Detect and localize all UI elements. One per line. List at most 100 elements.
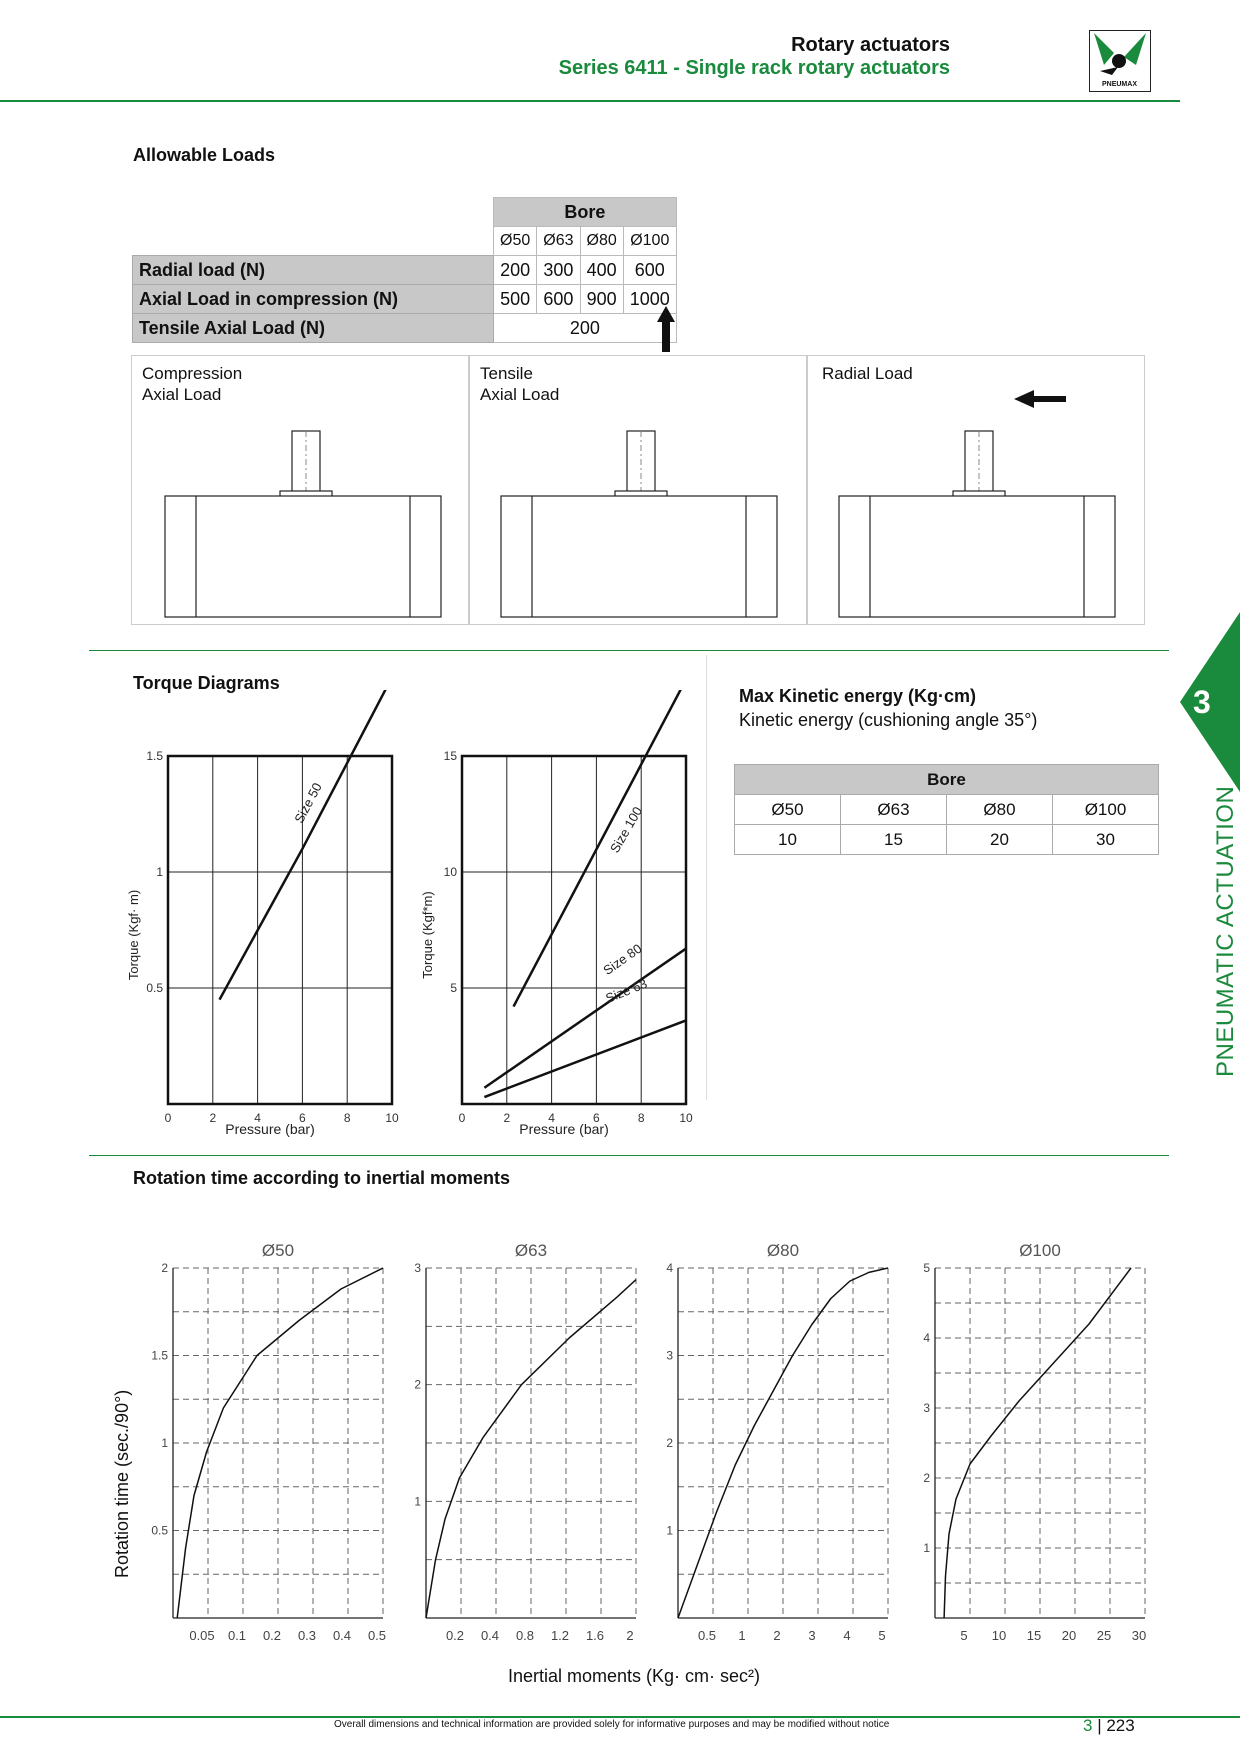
x-tick-label: 0.1	[228, 1628, 246, 1643]
x-tick-label: 8	[638, 1111, 645, 1125]
x-tick-label: 3	[808, 1628, 815, 1643]
table-row: Ø50 Ø63 Ø80 Ø100	[734, 794, 1159, 825]
plot-frame	[460, 754, 688, 1106]
y-tick-label: 3	[666, 1349, 673, 1363]
x-tick-label: 15	[1027, 1628, 1041, 1643]
radial-arrow-icon	[1014, 390, 1066, 408]
y-tick-label: 2	[666, 1436, 673, 1450]
series-line	[512, 690, 682, 1008]
load-case-line2: Axial Load	[142, 385, 222, 404]
x-axis-label: Pressure (bar)	[519, 1121, 608, 1137]
load-case-radial: Radial Load	[807, 355, 1145, 625]
series-line	[483, 1019, 687, 1099]
logo-text: PNEUMAX	[1102, 81, 1137, 88]
actuator-drawing	[164, 430, 442, 618]
page-number: 3 | 223	[1083, 1716, 1135, 1735]
bore-63: Ø63	[840, 794, 947, 825]
y-tick-label: 1	[161, 1436, 168, 1450]
y-tick-label: 4	[666, 1261, 673, 1275]
pneumax-logo-icon: PNEUMAX	[1093, 33, 1146, 88]
series-line	[483, 947, 687, 1089]
cell: 500	[492, 284, 538, 314]
cell: 10	[734, 824, 841, 855]
load-case-line2: Axial Load	[480, 385, 560, 404]
y-tick-label: 1.5	[151, 1349, 168, 1363]
load-case-line1: Tensile	[480, 364, 533, 383]
chart-title: Ø100	[1019, 1241, 1061, 1260]
x-tick-label: 1.6	[586, 1628, 604, 1643]
cell: 600	[536, 284, 581, 314]
x-tick-label: 10	[992, 1628, 1006, 1643]
load-case-line1: Compression	[142, 364, 243, 383]
series-label: Size 50	[291, 780, 325, 825]
cell: 200	[492, 255, 538, 285]
y-tick-label: 1	[923, 1541, 930, 1555]
x-tick-label: 5	[960, 1628, 967, 1643]
kinetic-subtitle: Kinetic energy (cushioning angle 35°)	[739, 710, 1038, 730]
y-tick-label: 3	[923, 1401, 930, 1415]
x-tick-label: 30	[1132, 1628, 1146, 1643]
bore-63: Ø63	[536, 226, 581, 256]
cell: 600	[622, 255, 677, 285]
x-tick-label: 2	[773, 1628, 780, 1643]
cell: 1000	[622, 284, 677, 314]
actuator-drawing	[838, 390, 1116, 618]
y-tick-label: 15	[444, 749, 458, 763]
bore-header: Bore	[734, 764, 1159, 795]
x-tick-label: 10	[679, 1111, 693, 1125]
bore-header: Bore	[493, 197, 677, 227]
table-row: Radial load (N) 200 300 400 600	[132, 255, 677, 285]
y-axis-label: Torque (Kgf· m)	[126, 890, 141, 980]
y-tick-label: 1	[666, 1524, 673, 1538]
y-tick-label: 4	[923, 1331, 930, 1345]
footer-rule	[0, 1716, 1240, 1718]
bore-50: Ø50	[734, 794, 841, 825]
plot-frame	[166, 754, 394, 1106]
x-tick-label: 1	[738, 1628, 745, 1643]
x-tick-label: 2	[209, 1111, 216, 1125]
y-tick-label: 5	[450, 981, 457, 995]
x-tick-label: 4	[254, 1111, 261, 1125]
merged-cell: 200	[493, 313, 677, 343]
x-tick-label: 25	[1097, 1628, 1111, 1643]
x-tick-label: 6	[299, 1111, 306, 1125]
load-case-tensile: Tensile Axial Load	[469, 355, 807, 625]
cell: 400	[579, 255, 624, 285]
allowable-loads-title: Allowable Loads	[133, 145, 276, 165]
x-tick-label: 0.4	[333, 1628, 351, 1643]
table-row: 10 15 20 30	[734, 824, 1159, 855]
x-tick-label: 0.4	[481, 1628, 499, 1643]
allowable-loads-table: Bore Ø50 Ø63 Ø80 Ø100 Radial load (N) 20…	[132, 197, 677, 343]
bore-50: Ø50	[492, 226, 538, 256]
x-tick-label: 8	[344, 1111, 351, 1125]
cell: 300	[536, 255, 581, 285]
row-label: Radial load (N)	[132, 255, 494, 285]
x-tick-label: 0	[459, 1111, 466, 1125]
x-tick-label: 4	[548, 1111, 555, 1125]
y-axis-label: Torque (Kgf*m)	[420, 891, 435, 978]
chart-title: Ø80	[767, 1241, 799, 1260]
x-tick-label: 10	[385, 1111, 399, 1125]
x-tick-label: 5	[878, 1628, 885, 1643]
x-tick-label: 6	[593, 1111, 600, 1125]
x-tick-label: 20	[1062, 1628, 1076, 1643]
rotation-ylabel: Rotation time (sec./90°)	[112, 1389, 132, 1578]
rotation-title: Rotation time according to inertial mome…	[133, 1168, 511, 1188]
x-tick-label: 0.5	[698, 1628, 716, 1643]
series-label: Size 80	[600, 941, 644, 978]
x-tick-label: 0.8	[516, 1628, 534, 1643]
x-tick-label: 2	[503, 1111, 510, 1125]
x-tick-label: 0.3	[298, 1628, 316, 1643]
header-rule	[0, 100, 1180, 102]
chapter-number: 3	[1193, 684, 1211, 720]
y-tick-label: 1.5	[146, 749, 163, 763]
row-label: Axial Load in compression (N)	[132, 284, 494, 314]
header-subtitle: Series 6411 - Single rack rotary actuato…	[558, 57, 950, 79]
x-tick-label: 2	[626, 1628, 633, 1643]
row-label: Tensile Axial Load (N)	[132, 313, 494, 343]
y-tick-label: 5	[923, 1261, 930, 1275]
y-tick-label: 10	[444, 865, 458, 879]
load-case-line1: Radial Load	[822, 364, 913, 383]
